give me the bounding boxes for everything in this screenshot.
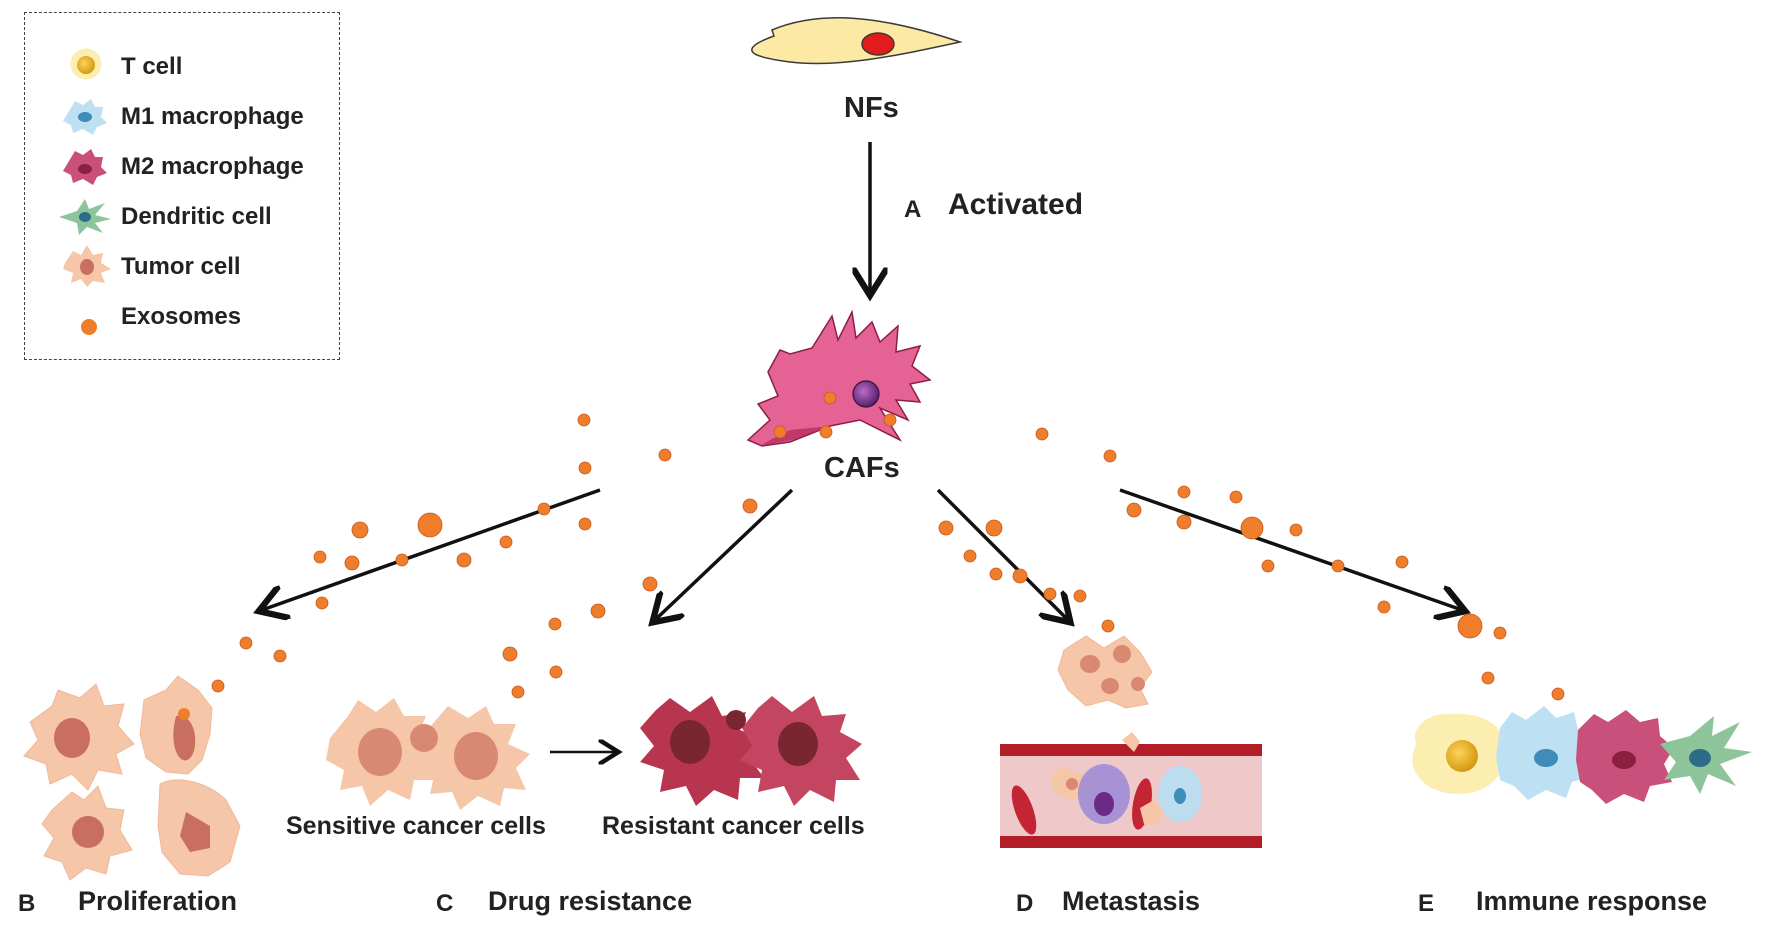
sensitive-cancer-cells-label: Sensitive cancer cells <box>286 812 546 840</box>
legend-label: T cell <box>121 53 183 80</box>
blood-vessel <box>1000 732 1262 848</box>
resistant-cancer-cells <box>640 696 862 806</box>
immune-cells <box>1412 706 1752 804</box>
metastasis-tumor-cluster <box>1057 635 1153 709</box>
panel-d-letter: D <box>1016 890 1034 917</box>
tumor-cell-icon <box>63 245 111 287</box>
arrow-to-metastasis <box>936 488 1068 620</box>
panel-c-title: Drug resistance <box>488 886 693 916</box>
proliferation-cells <box>23 675 241 881</box>
panel-b-letter: B <box>18 890 36 917</box>
legend-label: M2 macrophage <box>121 153 304 180</box>
nfs-label: NFs <box>844 92 899 124</box>
edge-a-letter: A <box>904 196 922 223</box>
t-cell-icon <box>70 48 102 80</box>
panel-d-title: Metastasis <box>1062 886 1201 916</box>
legend-item-m1-macrophage: M1 macrophage <box>25 93 339 137</box>
nf-cell <box>751 17 963 65</box>
arrow-to-immune-response <box>1119 488 1462 610</box>
exosome-icon <box>81 319 97 335</box>
legend-label: M1 macrophage <box>121 103 304 130</box>
resistant-cancer-cells-label: Resistant cancer cells <box>602 812 865 840</box>
legend-label: Exosomes <box>121 303 242 330</box>
dendritic-cell-icon <box>59 199 111 235</box>
panel-b-title: Proliferation <box>78 886 238 916</box>
panel-e-title: Immune response <box>1476 886 1708 916</box>
legend-item-tumor-cell: Tumor cell <box>25 243 339 287</box>
legend-item-m2-macrophage: M2 macrophage <box>25 143 339 187</box>
edge-a-label: Activated <box>948 188 1084 221</box>
panel-c-letter: C <box>436 890 454 917</box>
legend-label: Tumor cell <box>121 253 241 280</box>
legend-item-exosomes: Exosomes <box>25 293 339 337</box>
m1-macrophage-icon <box>63 99 107 135</box>
legend-box: T cell M1 macrophage M2 macrophage Dendr… <box>24 12 340 360</box>
legend-item-t-cell: T cell <box>25 43 339 87</box>
legend-label: Dendritic cell <box>121 203 272 230</box>
m2-macrophage-icon <box>63 149 107 185</box>
arrow-to-drug-resistance <box>655 488 794 620</box>
legend-item-dendritic-cell: Dendritic cell <box>25 193 339 237</box>
cafs-label: CAFs <box>824 452 900 484</box>
caf-cell <box>746 309 932 447</box>
sensitive-cancer-cells <box>326 698 530 810</box>
panel-e-letter: E <box>1418 890 1435 917</box>
